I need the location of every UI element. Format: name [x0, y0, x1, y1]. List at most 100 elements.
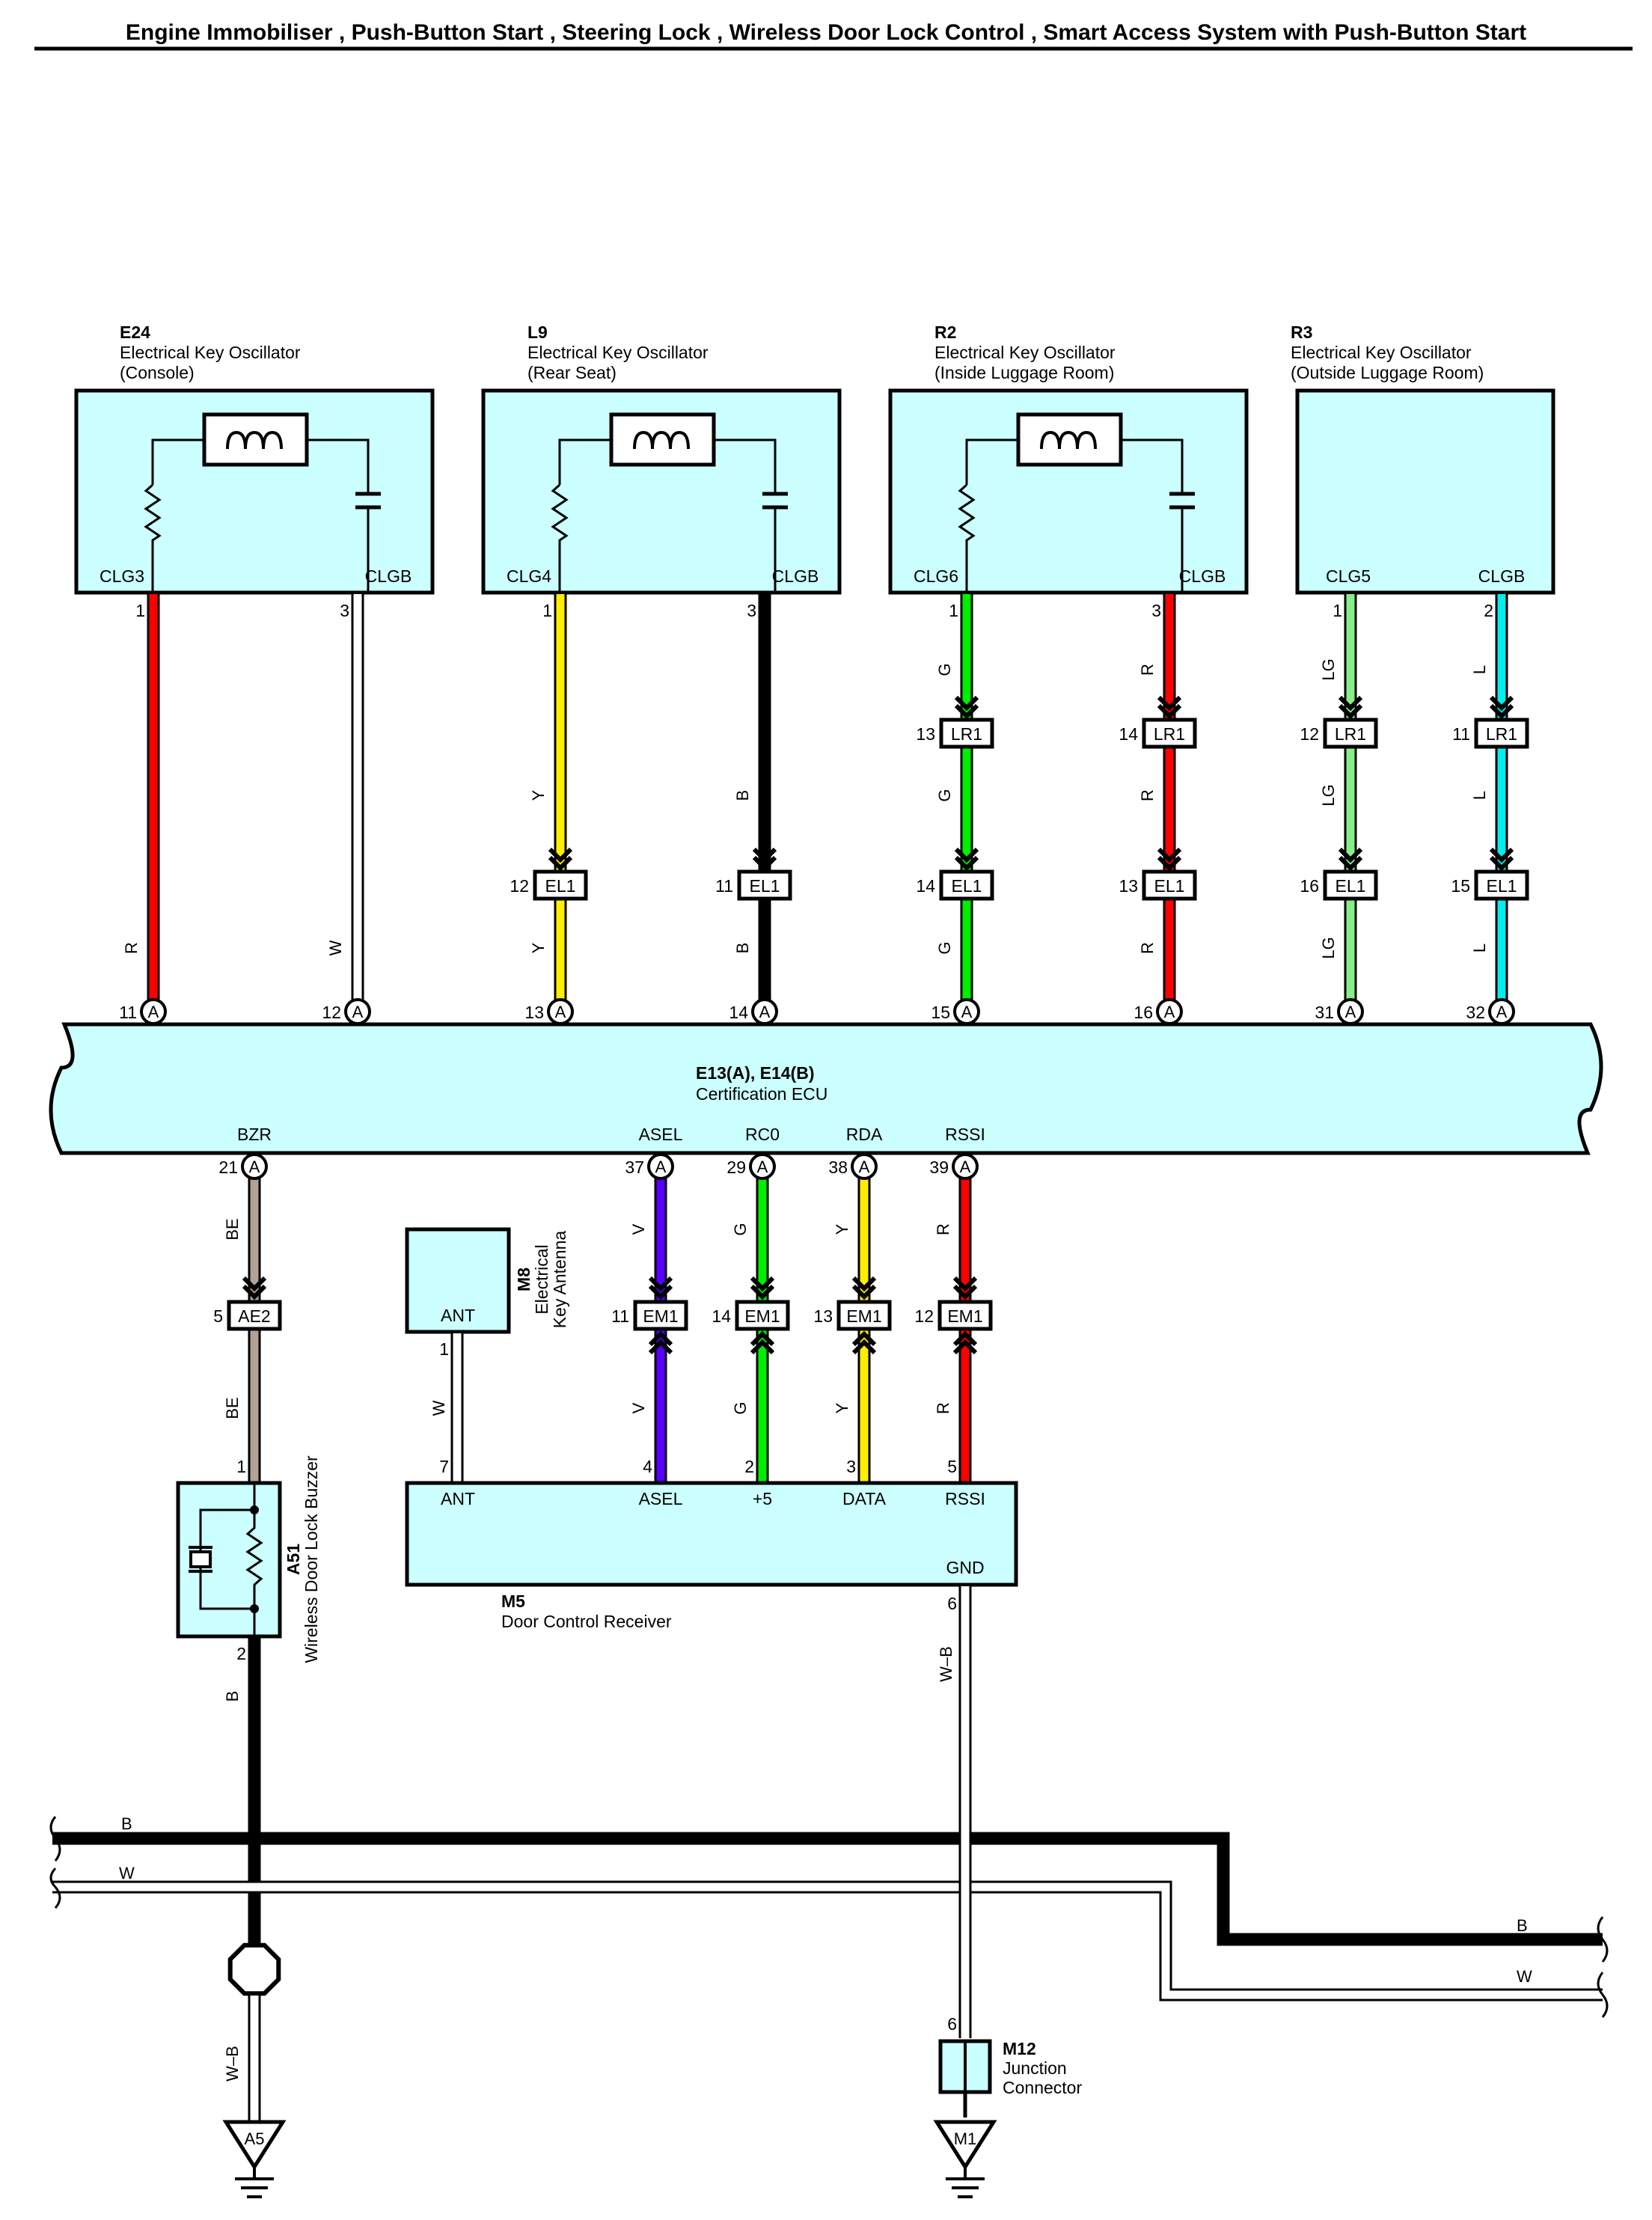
- receiver-pin: 5: [947, 1457, 957, 1476]
- el1-chevron: [954, 847, 979, 872]
- wire-color-label: R: [934, 1402, 952, 1414]
- ecu-pin: A16: [1134, 998, 1183, 1025]
- ecu-pin-conn: A: [1496, 1003, 1508, 1021]
- el1-chevron: [1338, 847, 1363, 872]
- antenna-pin-top: 1: [439, 1339, 449, 1359]
- em1-connector-pin: 13: [813, 1306, 833, 1326]
- ecu-pin-conn: A: [148, 1003, 159, 1021]
- osc-e24-location: (Console): [120, 363, 195, 382]
- upper-wire-2: 3WA12CG5B: [322, 594, 381, 1050]
- circuit-wire: [151, 438, 204, 485]
- circuit-wire: [307, 438, 370, 494]
- oscillator-circuit-l9: [551, 412, 788, 593]
- wire-color-label: R: [122, 942, 141, 954]
- coil-icon: [1040, 430, 1097, 450]
- wire-color-label: G: [935, 789, 954, 801]
- em1-connector-label: EM1: [643, 1306, 678, 1326]
- receiver-gnd-wire-color: W–B: [937, 1646, 955, 1682]
- el1-connector-label: EL1: [750, 876, 780, 896]
- ecu-pin-pin: 37: [625, 1158, 644, 1177]
- circuit-wire: [1121, 438, 1184, 494]
- oscillator-box-r2: [888, 388, 1249, 595]
- buzzer-wire-color-3: B: [223, 1691, 242, 1702]
- em1-connector-pin: 12: [914, 1306, 934, 1326]
- em1-connector-pin: 14: [712, 1306, 731, 1326]
- junction-pin: 6: [947, 2014, 957, 2034]
- lower-wire-group: ASELA37VEM111V4RC0A29GEM114G2RDAA38YEM11…: [611, 1125, 993, 1481]
- lr1-connector-pin: 11: [1452, 724, 1470, 744]
- resistor-icon: [144, 483, 162, 593]
- lr1-connector-pin: 13: [916, 724, 935, 744]
- wire-color-label: LG: [1319, 658, 1338, 680]
- em1-chevron: [648, 1330, 673, 1355]
- receiver-term-asel: ASEL: [639, 1489, 683, 1508]
- ground-bus: [49, 1816, 1609, 2018]
- osc-e24-code: E24: [120, 322, 150, 342]
- ecu-pin-bzr-conn: A: [249, 1158, 260, 1176]
- bus-b-label-left: B: [121, 1814, 132, 1833]
- em1-chevron: [952, 1330, 978, 1355]
- el1-connector: EL1 16: [1300, 869, 1378, 901]
- receiver-gnd-pin: 6: [947, 1594, 957, 1613]
- circuit-wire: [714, 438, 777, 494]
- lr1-connector-label: LR1: [1154, 724, 1185, 744]
- osc-r3-location: (Outside Luggage Room): [1291, 363, 1484, 382]
- receiver-pin: 2: [744, 1457, 754, 1476]
- wire-color-label: V: [629, 1223, 648, 1235]
- diagram-title: Engine Immobiliser , Push-Button Start ,…: [126, 20, 1526, 45]
- wire-color-label: R: [934, 1223, 952, 1235]
- osc-pin: 1: [1333, 601, 1342, 620]
- el1-connector-pin: 16: [1300, 876, 1319, 896]
- osc-pin: 2: [1484, 601, 1493, 620]
- junction-name-2: Connector: [1003, 2078, 1082, 2097]
- coil-box: [202, 412, 309, 467]
- ecu-pin-pin: 14: [729, 1003, 748, 1022]
- el1-connector-pin: 14: [916, 876, 935, 896]
- ecu-terminal: RSSI: [945, 1125, 985, 1144]
- ground-point-label: M1: [954, 2129, 977, 2148]
- wire-color-label: R: [1138, 942, 1157, 954]
- ecu-pin: A12: [322, 998, 371, 1025]
- wire-color-label: V: [629, 1402, 648, 1413]
- wire-color-label: L: [1470, 791, 1489, 800]
- el1-connector-label: EL1: [1154, 876, 1185, 896]
- ecu-terminal: ASEL: [639, 1125, 683, 1144]
- el1-connector-label: EL1: [1336, 876, 1366, 896]
- osc-e24-name: Electrical Key Oscillator: [120, 343, 301, 362]
- ecu-pin-pin: 13: [524, 1003, 544, 1022]
- ecu-pin-conn: A: [555, 1003, 566, 1021]
- el1-connector-label: EL1: [952, 876, 982, 896]
- ecu-pin-conn: A: [757, 1158, 768, 1176]
- ground-triangle: [933, 2120, 997, 2171]
- oscillator-circuit-r2: [958, 412, 1195, 593]
- osc-pin: 3: [340, 601, 349, 620]
- lr1-connector-label: LR1: [1335, 724, 1366, 744]
- em1-connector-label: EM1: [947, 1306, 982, 1326]
- ecu-pin: A14: [729, 998, 778, 1025]
- em1-chevron: [851, 1276, 877, 1300]
- buzzer-code: A51: [284, 1544, 303, 1575]
- ecu-pin: A37: [625, 1153, 674, 1180]
- osc-pin: 1: [949, 601, 958, 620]
- ecu-pin-conn: A: [859, 1158, 870, 1176]
- ecu-pin-conn: A: [1164, 1003, 1175, 1021]
- bus-w-label-right: W: [1517, 1967, 1532, 1986]
- oscillator-box-r3: [1295, 388, 1555, 595]
- wire-color-label: B: [733, 790, 752, 801]
- osc-e24-term-right: CLGB: [365, 566, 412, 586]
- wire-color-label: G: [935, 941, 954, 954]
- junction-dot: [250, 1604, 259, 1613]
- upper-wire-3: 1EL112YYA13CLG6: [510, 594, 588, 1050]
- el1-connector-label: EL1: [1487, 876, 1517, 896]
- ecu-pin-pin: 15: [931, 1003, 950, 1022]
- osc-l9-name: Electrical Key Oscillator: [527, 343, 709, 362]
- upper-wire-1: 1RA11CLG5: [119, 594, 176, 1050]
